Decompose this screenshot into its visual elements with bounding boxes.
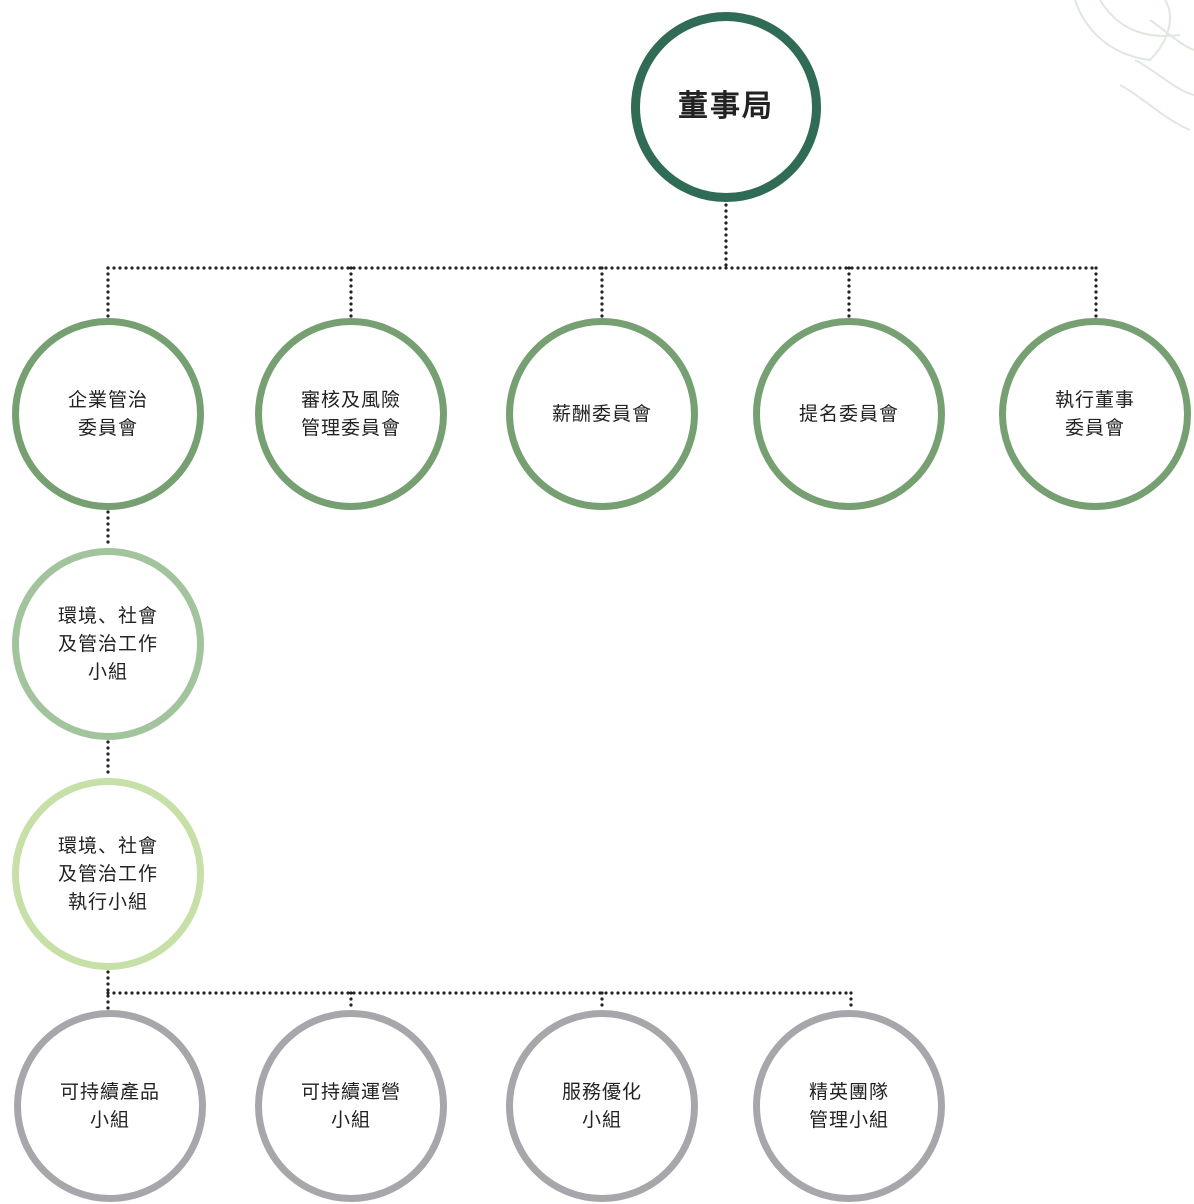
committee-node-audit-risk: 審核及風險 管理委員會 — [255, 318, 447, 510]
label-line: 提名委員會 — [798, 403, 899, 425]
sub-group-label: 可持續運營 小組 — [301, 1078, 401, 1134]
sub-group-node-sustainable-operations: 可持續運營 小組 — [255, 1010, 447, 1202]
label-line: 執行董事 — [1054, 389, 1135, 411]
sub-group-node-elite-team-management: 精英團隊 管理小組 — [753, 1010, 945, 1202]
label-line: 委員會 — [1064, 417, 1125, 439]
label-line: 管理小組 — [808, 1109, 889, 1131]
sub-group-node-sustainable-products: 可持續產品 小組 — [14, 1010, 206, 1202]
committee-node-nomination: 提名委員會 — [753, 318, 945, 510]
label-line: 環境、社會 — [57, 605, 158, 627]
committee-node-remuneration: 薪酬委員會 — [506, 318, 698, 510]
esg-executive-group-node: 環境、社會 及管治工作 執行小組 — [12, 778, 204, 970]
sub-group-label: 服務優化 小組 — [562, 1078, 642, 1134]
label-line: 小組 — [330, 1109, 371, 1131]
label-line: 環境、社會 — [57, 835, 158, 857]
sub-group-label: 可持續產品 小組 — [60, 1078, 160, 1134]
label-line: 執行小組 — [67, 891, 148, 913]
label-line: 小組 — [87, 661, 128, 683]
committee-node-corporate-governance: 企業管治 委員會 — [12, 318, 204, 510]
sub-group-node-service-optimization: 服務優化 小組 — [506, 1010, 698, 1202]
label-line: 精英團隊 — [808, 1081, 889, 1103]
label-line: 管理委員會 — [300, 417, 401, 439]
committee-label: 執行董事 委員會 — [1055, 386, 1135, 442]
committee-label: 企業管治 委員會 — [68, 386, 148, 442]
committee-label: 提名委員會 — [799, 400, 899, 428]
committee-node-executive-directors: 執行董事 委員會 — [999, 318, 1191, 510]
label-line: 可持續產品 — [59, 1081, 160, 1103]
board-label: 董事局 — [678, 89, 774, 125]
label-line: 委員會 — [77, 417, 138, 439]
label-line: 小組 — [89, 1109, 130, 1131]
label-line: 小組 — [581, 1109, 622, 1131]
label-line: 企業管治 — [67, 389, 148, 411]
committee-label: 薪酬委員會 — [552, 400, 652, 428]
leaf-decoration — [1074, 0, 1194, 131]
label-line: 審核及風險 — [300, 389, 401, 411]
label-line: 可持續運營 — [300, 1081, 401, 1103]
esg-executive-group-label: 環境、社會 及管治工作 執行小組 — [58, 832, 158, 916]
label-line: 及管治工作 — [57, 633, 158, 655]
esg-working-group-node: 環境、社會 及管治工作 小組 — [12, 548, 204, 740]
label-line: 薪酬委員會 — [551, 403, 652, 425]
sub-group-label: 精英團隊 管理小組 — [809, 1078, 889, 1134]
committee-label: 審核及風險 管理委員會 — [301, 386, 401, 442]
label-line: 服務優化 — [561, 1081, 642, 1103]
board-label-line: 董事局 — [678, 89, 774, 124]
board-node: 董事局 — [631, 12, 821, 202]
label-line: 及管治工作 — [57, 863, 158, 885]
esg-working-group-label: 環境、社會 及管治工作 小組 — [58, 602, 158, 686]
